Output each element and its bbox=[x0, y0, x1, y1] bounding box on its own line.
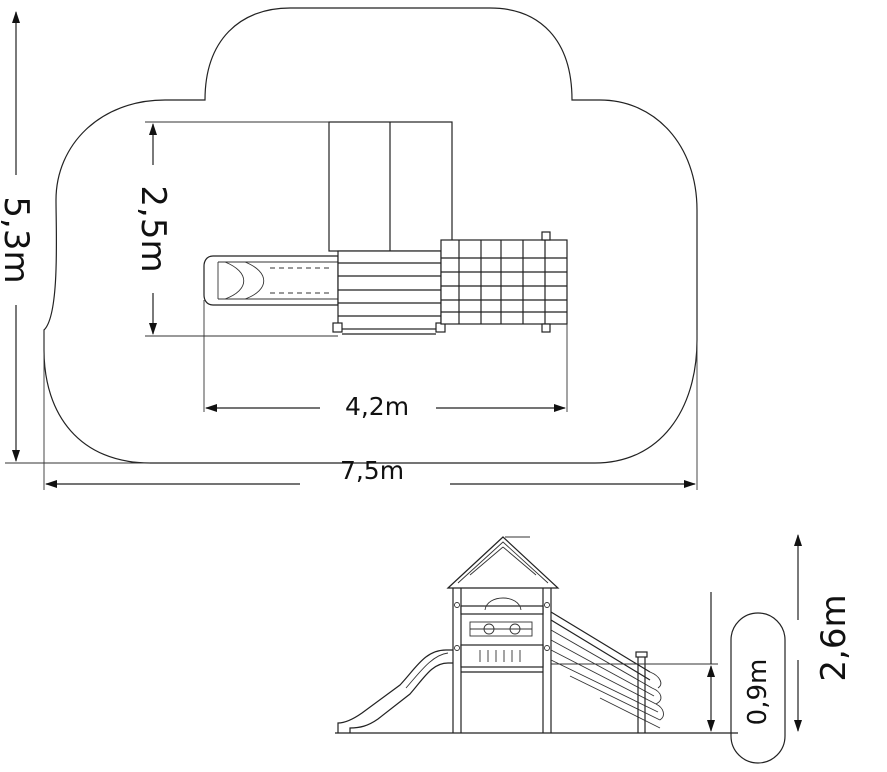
plan-view: 7,5m 5,3m 4,2m 2,5m bbox=[0, 7, 698, 490]
dimension-total-width: 7,5m bbox=[43, 330, 698, 490]
safety-zone-outline bbox=[43, 7, 698, 464]
structure-depth-label: 2,5m bbox=[133, 185, 173, 272]
elevation-view: 0,9m 2,6m bbox=[335, 534, 854, 764]
platform-plan bbox=[332, 250, 446, 335]
total-depth-label: 5,3m bbox=[0, 196, 36, 283]
structure-width-label: 4,2m bbox=[345, 392, 409, 421]
slide-elevation bbox=[337, 649, 453, 733]
roof-elevation bbox=[446, 536, 560, 589]
total-height-label: 2,6m bbox=[814, 594, 854, 681]
dimension-structure-width: 4,2m bbox=[203, 300, 568, 421]
dimension-structure-depth: 2,5m bbox=[133, 121, 338, 337]
dimension-total-depth: 5,3m bbox=[0, 11, 150, 464]
platform-height-badge bbox=[730, 612, 786, 764]
dimension-total-height: 2,6m bbox=[505, 534, 854, 732]
platform-height-label: 0,9m bbox=[743, 659, 773, 726]
climbing-net-plan bbox=[440, 231, 568, 333]
tower-elevation bbox=[452, 588, 552, 733]
roof-plan bbox=[328, 121, 453, 252]
climbing-net-elevation bbox=[550, 611, 664, 733]
dimension-platform-height: 0,9m bbox=[551, 592, 786, 764]
total-width-label: 7,5m bbox=[340, 456, 404, 485]
slide-plan bbox=[203, 255, 339, 306]
